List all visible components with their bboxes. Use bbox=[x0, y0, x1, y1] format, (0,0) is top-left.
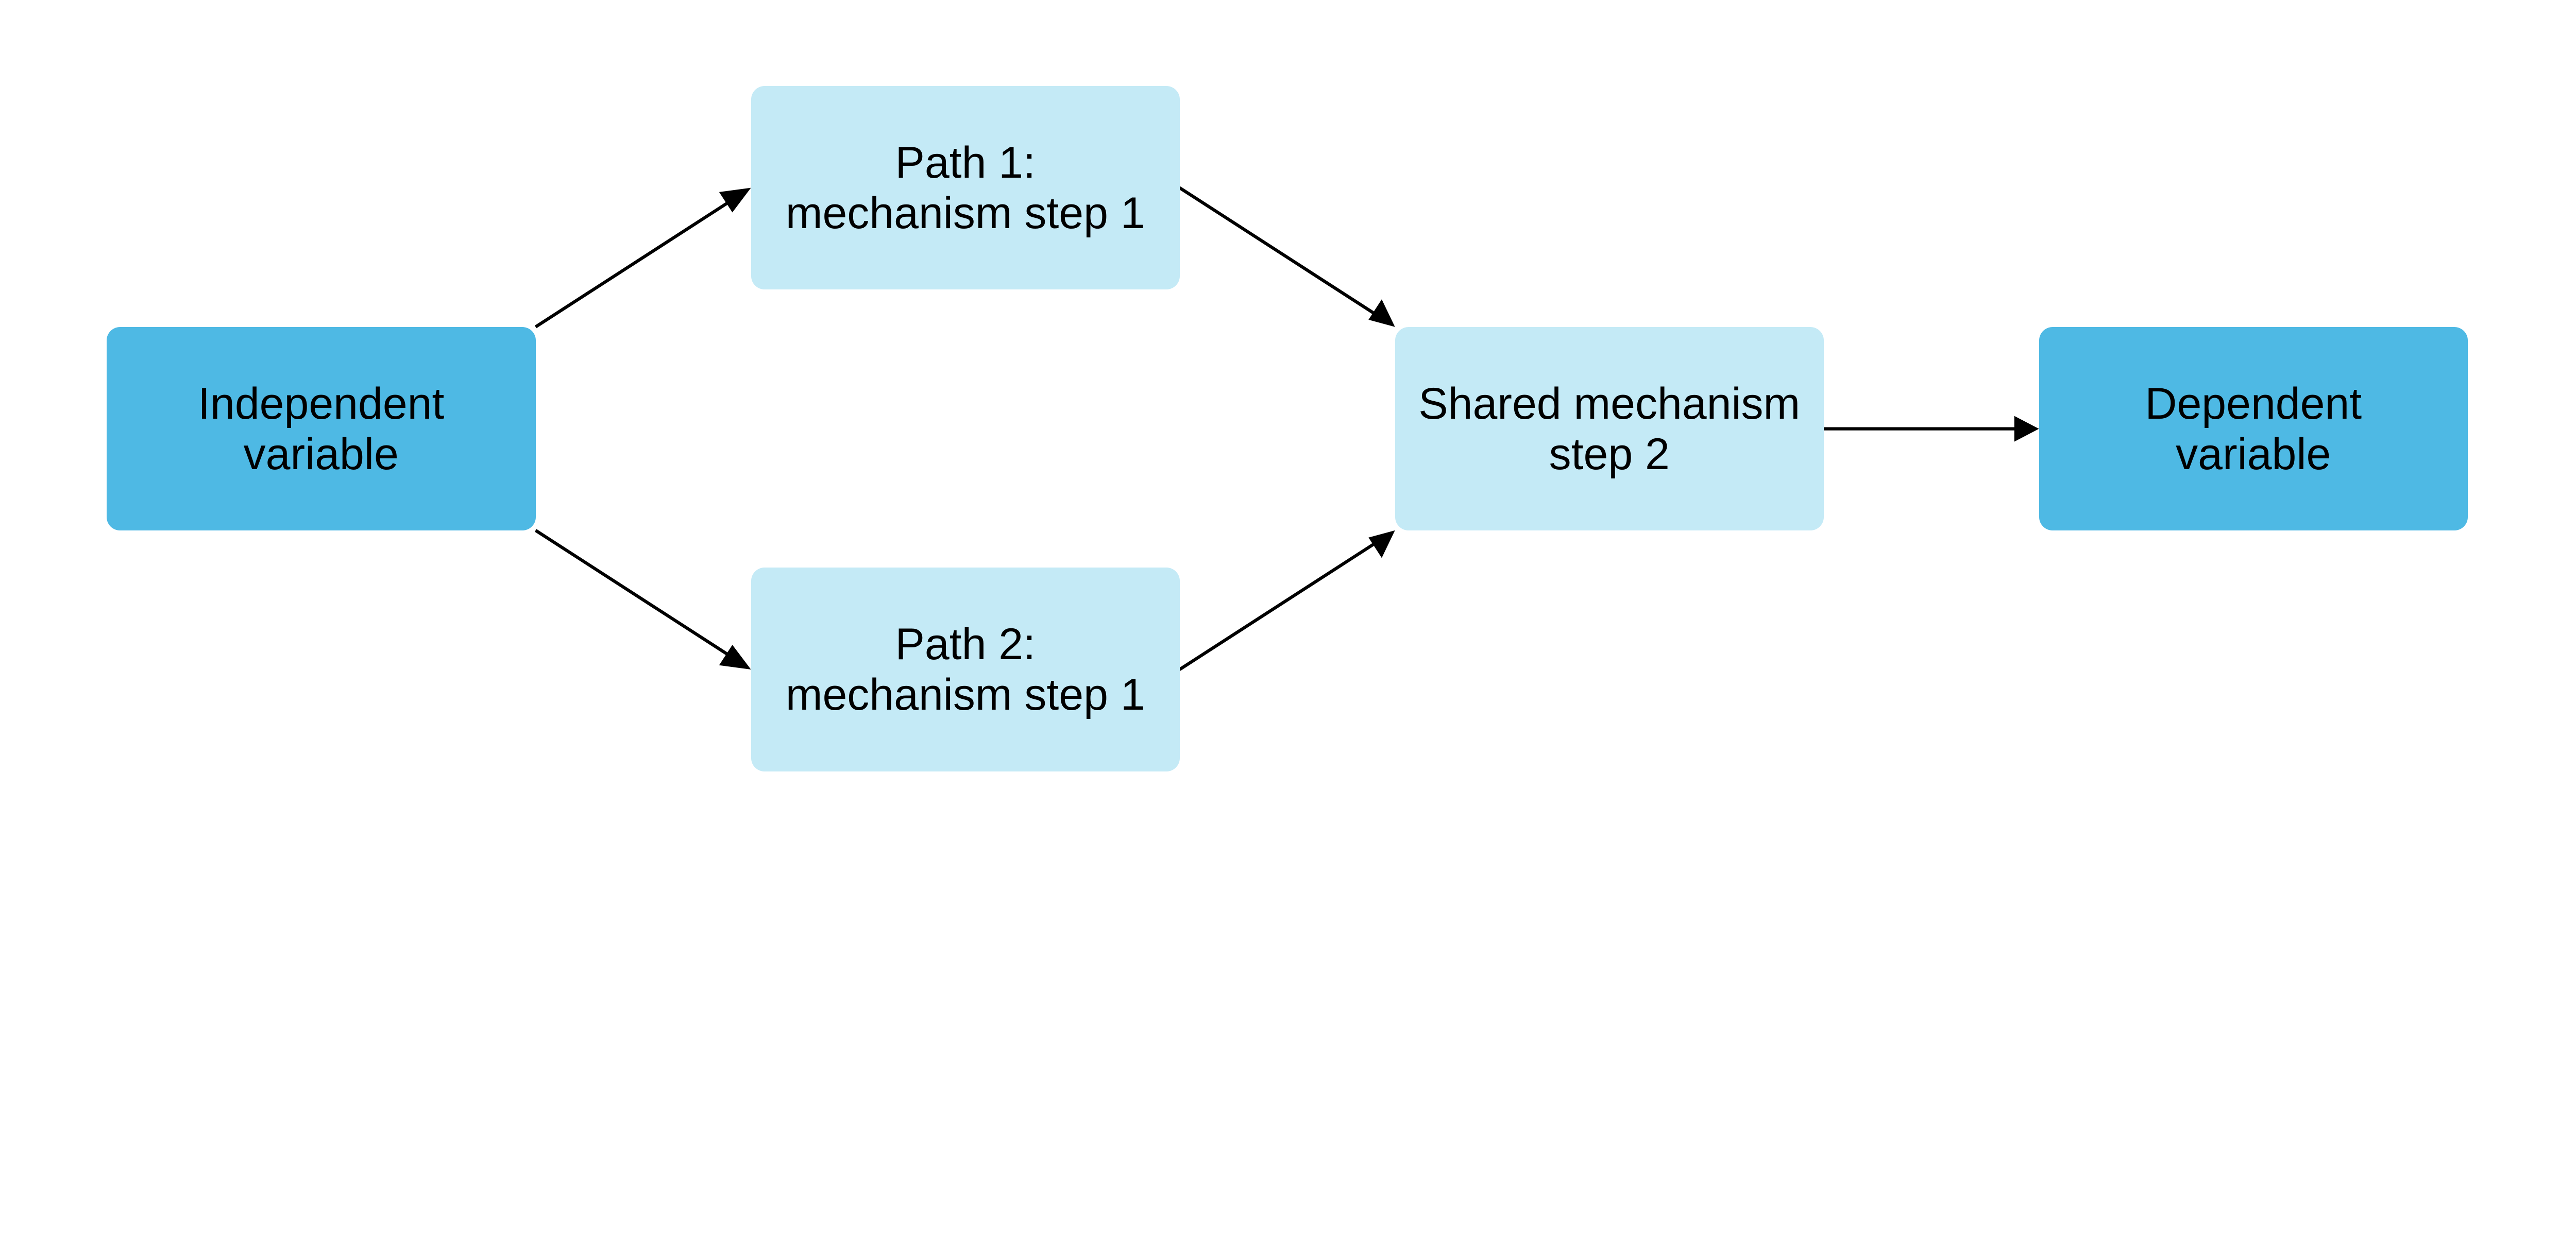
independent-label-line2: variable bbox=[243, 429, 399, 479]
shared-label-line2: step 2 bbox=[1549, 429, 1670, 479]
dependent-label-line2: variable bbox=[2176, 429, 2331, 479]
independent-label-line1: Independent bbox=[198, 379, 445, 428]
arrow-path2-to-shared bbox=[1178, 530, 1395, 671]
shared-label-line1: Shared mechanism bbox=[1418, 379, 1801, 428]
path1-label-line2: mechanism step 1 bbox=[785, 188, 1145, 238]
arrows-layer bbox=[534, 186, 2039, 671]
arrow-independent-to-path2 bbox=[534, 529, 751, 670]
arrow-independent-to-path1 bbox=[534, 187, 751, 329]
path1-mechanism-box: Path 1:mechanism step 1 bbox=[751, 85, 1180, 290]
path2-label-line2: mechanism step 1 bbox=[785, 670, 1145, 719]
path2-label-line1: Path 2: bbox=[895, 619, 1036, 669]
arrow-shared-to-dependent bbox=[1823, 416, 2039, 442]
dependent-label-line1: Dependent bbox=[2145, 379, 2362, 428]
arrow-path1-to-shared bbox=[1178, 186, 1395, 327]
path1-label-line1: Path 1: bbox=[895, 138, 1036, 187]
path2-mechanism-box: Path 2:mechanism step 1 bbox=[751, 567, 1180, 771]
